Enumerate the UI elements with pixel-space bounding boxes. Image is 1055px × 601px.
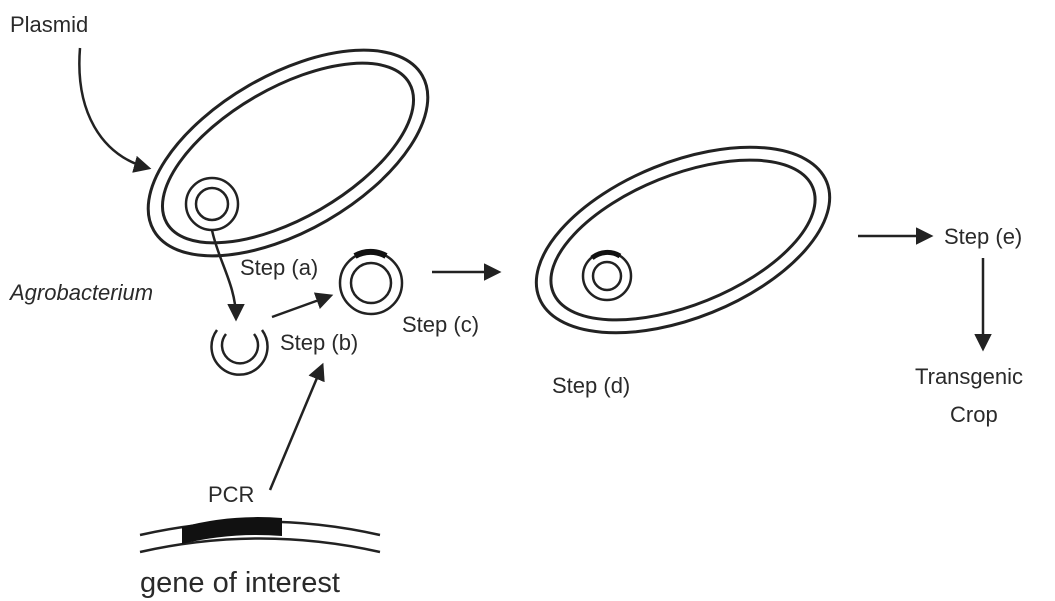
transformed-plasmid [581,249,633,302]
plasmid-pointer-arrow [78,47,152,173]
transgenic-label: Transgenic [915,364,1023,389]
step-b-label: Step (b) [280,330,358,355]
step-b-arrow [271,292,334,319]
step-d-label: Step (d) [552,373,630,398]
pcr-label: PCR [208,482,254,507]
plasmid-circle [184,176,240,232]
cut-plasmid [210,329,269,376]
step-c-label: Step (c) [402,312,479,337]
gene-of-interest-dna [139,517,381,554]
agrobacterium-cell [146,48,430,258]
step-a-label: Step (a) [240,255,318,280]
agrobacterium-label: Agrobacterium [8,280,153,305]
recombinant-plasmid [338,248,404,316]
gene-of-interest-label: gene of interest [140,567,340,599]
step-e-label: Step (e) [944,224,1022,249]
transformed-agrobacterium-cell [534,145,832,335]
plasmid-label: Plasmid [10,12,88,37]
step-a-arrow [210,229,245,322]
pcr-arrow [268,362,325,491]
crop-label: Crop [950,402,998,427]
